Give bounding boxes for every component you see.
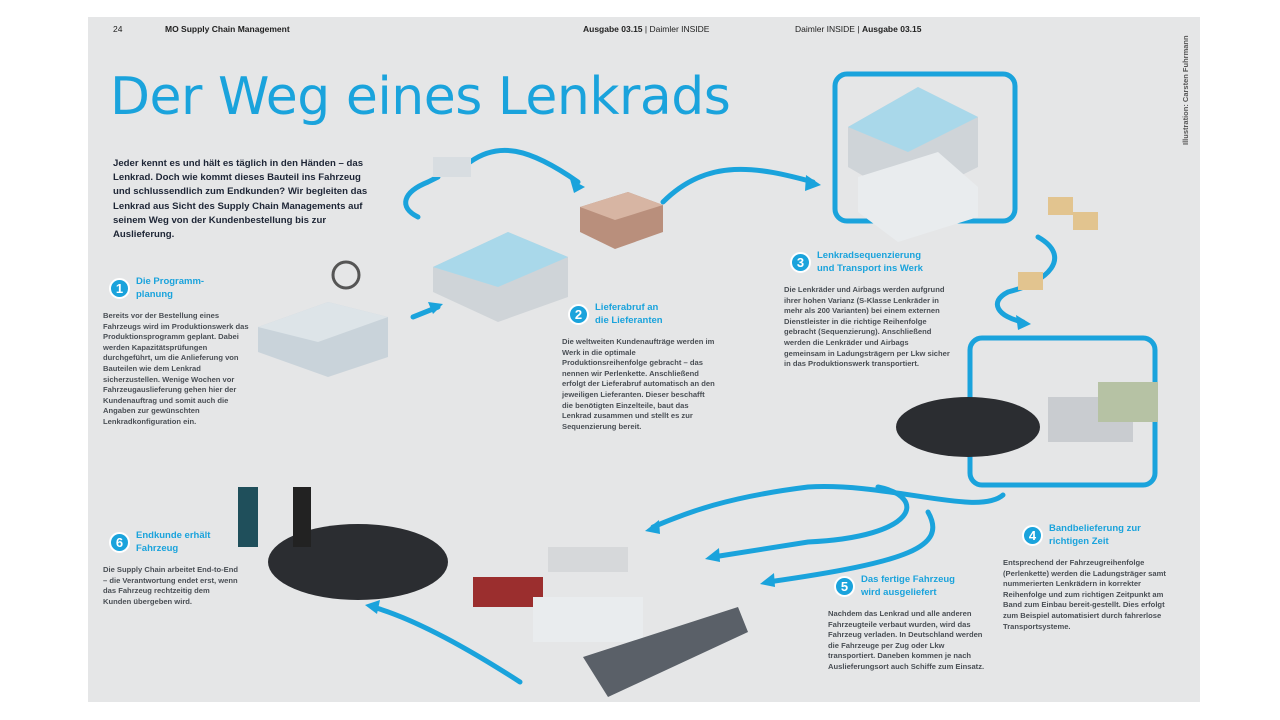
left-footer-info: Ausgabe 03.15 | Daimler INSIDE: [583, 24, 709, 34]
step-number-badge: 6: [109, 532, 130, 553]
factory-graphic: [433, 232, 568, 322]
salesman-figure: [293, 487, 311, 547]
office-building-graphic: [258, 260, 388, 377]
arrow-heads: [365, 175, 1031, 614]
arrow-path: [765, 509, 936, 585]
separator: |: [857, 24, 860, 34]
step-text: Nachdem das Lenkrad und alle anderen Fah…: [828, 609, 985, 671]
truck-graphic: [533, 597, 643, 642]
train-graphic: [473, 577, 543, 607]
page-title: Der Weg eines Lenkrads: [110, 67, 731, 127]
box-stacks: [1018, 197, 1098, 290]
computer-graphic: [433, 157, 471, 177]
arrow-path: [710, 484, 910, 560]
step-number-badge: 1: [109, 278, 130, 299]
customer-figure: [238, 487, 258, 547]
step-text: Entsprechend der Fahrzeugreihenfolge (Pe…: [1003, 558, 1166, 631]
magazine: Daimler INSIDE: [649, 24, 710, 34]
supplier-factory-graphic: [848, 87, 978, 242]
arrow-path: [994, 234, 1058, 325]
issue: Ausgabe 03.15: [583, 24, 643, 34]
magazine-spread: 24 MO Supply Chain Management Ausgabe 03…: [88, 17, 1200, 702]
issue: Ausgabe 03.15: [861, 24, 922, 34]
intro-text: Jeder kennt es und hält es täglich in de…: [113, 158, 368, 241]
arrow-path: [370, 604, 523, 685]
step-number-badge: 3: [790, 252, 811, 273]
illustration: [238, 71, 1158, 697]
ship-graphic: [583, 607, 748, 697]
step-number-badge: 2: [568, 304, 589, 325]
step-text: Die weltweiten Kundenaufträge werden im …: [562, 337, 715, 431]
separator: |: [644, 24, 648, 34]
step-text: Die Lenkräder und Airbags werden aufgrun…: [784, 285, 950, 369]
step-number-badge: 5: [834, 576, 855, 597]
assembly-line-graphic: [896, 382, 1158, 457]
transport-graphics: [473, 547, 748, 697]
step-title: Die Programm-planung: [136, 276, 205, 300]
arrow-path: [650, 484, 1006, 530]
arrow-path: [467, 147, 581, 185]
supplier-depot-graphic: [580, 192, 663, 249]
arrow-path: [660, 166, 816, 205]
customer-car-graphic: [238, 487, 448, 600]
step-text: Bereits vor der Bestellung eines Fahrzeu…: [103, 311, 249, 426]
truck-graphic: [858, 152, 978, 242]
section-title: MO Supply Chain Management: [165, 24, 290, 34]
mercedes-star-icon: [331, 260, 361, 290]
step-text: Die Supply Chain arbeitet End-to-End – d…: [103, 565, 239, 606]
step-number-badge: 4: [1022, 525, 1043, 546]
magazine: Daimler INSIDE: [795, 24, 855, 34]
page-number: 24: [113, 24, 123, 34]
right-footer-info: Daimler INSIDE | Ausgabe 03.15: [795, 24, 921, 34]
arrow-path: [403, 174, 441, 220]
flow-arrows: [370, 71, 1158, 685]
